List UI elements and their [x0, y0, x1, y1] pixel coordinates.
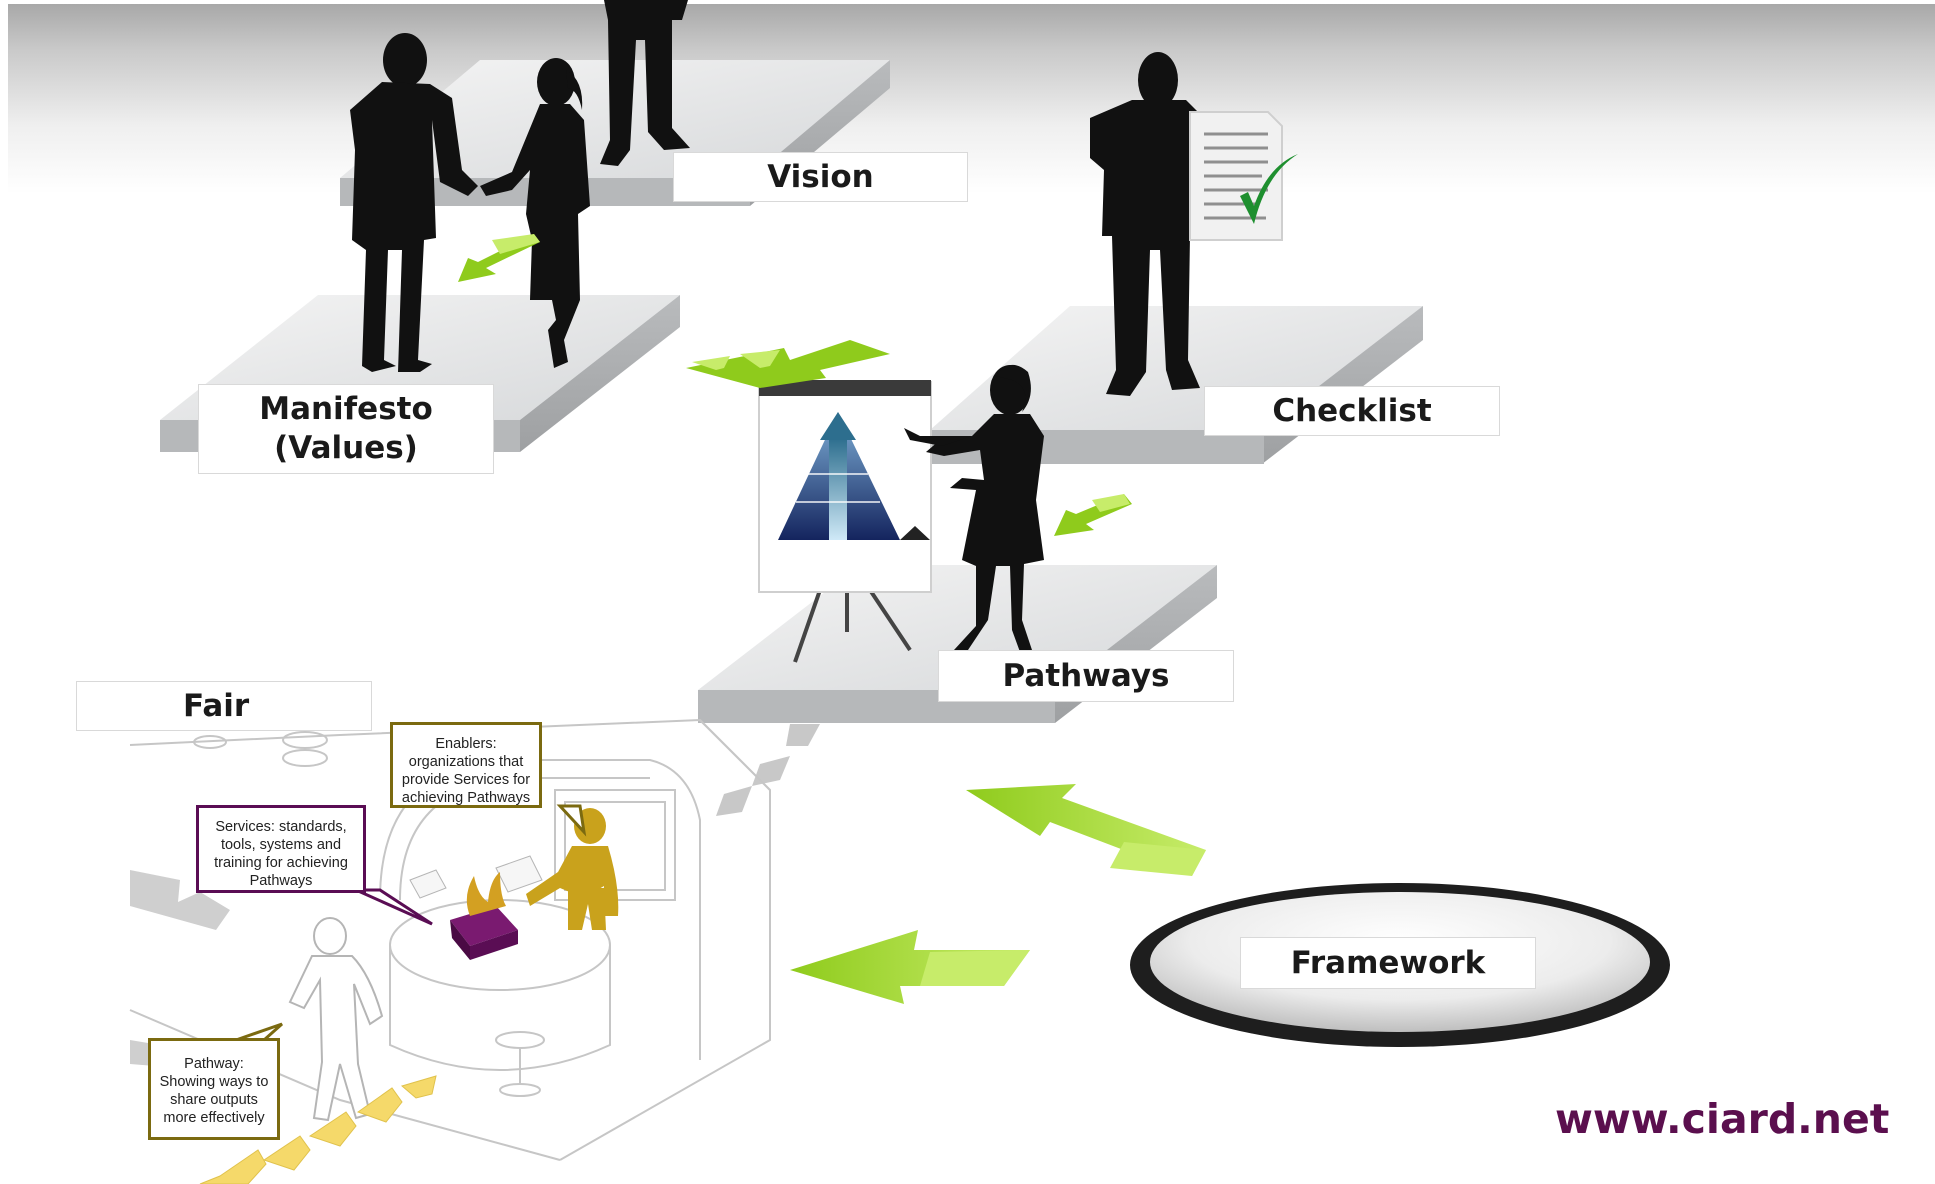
pathways-to-fair-chevrons [716, 724, 820, 816]
website-url[interactable]: www.ciard.net [1555, 1095, 1890, 1143]
checklist-label: Checklist [1204, 386, 1500, 436]
framework-label: Framework [1240, 937, 1536, 989]
arrow-vision-to-manifesto [458, 234, 540, 282]
arrow-framework-to-fair [790, 930, 1030, 1004]
vision-label: Vision [673, 152, 968, 202]
arrow-framework-to-pathways [966, 784, 1206, 876]
arrow-checklist-to-pathways [1054, 494, 1132, 536]
standing-man-icon [600, 0, 690, 166]
enablers-callout: Enablers: organizations that provide Ser… [390, 722, 542, 808]
arrow-manifesto-to-checklist [686, 340, 890, 388]
checklist-man-icon [1090, 52, 1210, 396]
visitor-figure-icon [288, 917, 384, 1122]
services-callout: Services: standards, tools, systems and … [196, 805, 366, 893]
pyramid-flipchart-icon [758, 380, 932, 663]
service-boxes-icon [409, 855, 543, 960]
enabler-figure-icon [526, 808, 619, 930]
manifesto-label: Manifesto (Values) [198, 384, 494, 474]
presenter-woman-icon [904, 364, 1044, 652]
pathways-label: Pathways [938, 650, 1234, 702]
fair-label: Fair [76, 681, 372, 731]
pathway-yellow-arrows [199, 1075, 437, 1184]
pathway-callout: Pathway: Showing ways to share outputs m… [148, 1038, 280, 1140]
document-checkmark-icon [1189, 111, 1298, 241]
